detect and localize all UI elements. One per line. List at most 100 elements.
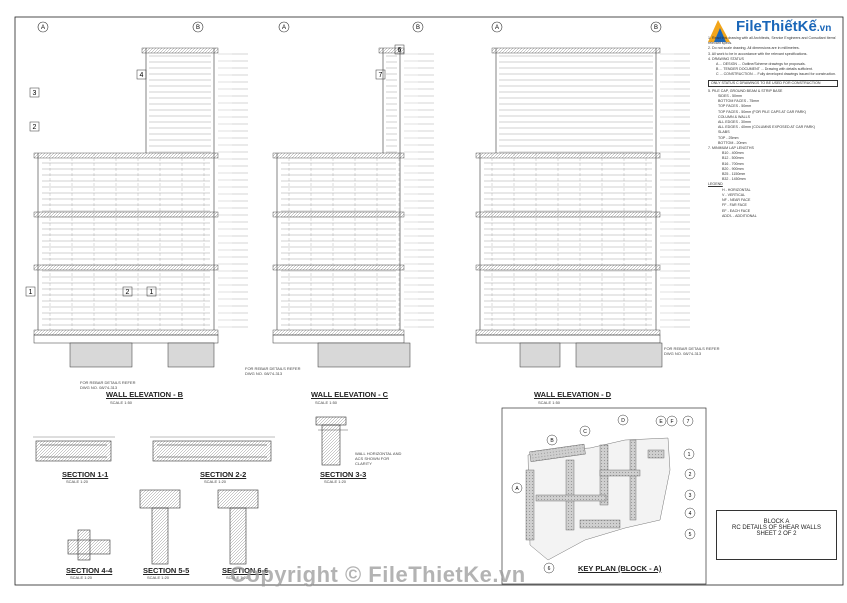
keyplan-bubble-a: A: [511, 482, 523, 494]
status-a: A ... DESIGN ... Outline/Scheme drawings…: [716, 62, 806, 67]
note-1: 1. Read this drawing with all Architects…: [708, 36, 837, 46]
section-2-2-drawing: [150, 436, 275, 462]
elevation-d-title: WALL ELEVATION - D: [534, 390, 612, 399]
section-4-4-scale: SCALE 1:20: [70, 575, 93, 580]
key-plan-title: KEY PLAN (BLOCK - A): [578, 564, 662, 573]
legend-item-5: EF - EACH FACE: [722, 208, 751, 213]
section-3-3-drawing: [315, 416, 348, 466]
wall-horizontal-note: WALL HORIZONTAL AND ACS SHOWN FOR CLARIT…: [355, 451, 402, 466]
lap-item-3: B16 - 700mm: [722, 161, 744, 166]
svg-text:A: A: [515, 486, 519, 492]
svg-text:A: A: [495, 25, 499, 31]
section-flag-1b: 1: [146, 286, 157, 297]
elevation-c-scale: SCALE 1:50: [315, 400, 338, 405]
lap-item-4: B20 - 900mm: [722, 166, 744, 171]
keyplan-bubble-e: E: [655, 415, 667, 427]
copyright-watermark: Copyright © FileThietKe.vn: [230, 562, 526, 587]
lap-item-6: B32 - 1450mm: [722, 177, 746, 182]
keyplan-bubble-7: 7: [682, 415, 694, 427]
elevation-c-title: WALL ELEVATION - C: [311, 390, 389, 399]
wall-elevation-d-drawing: [475, 47, 690, 368]
svg-text:1: 1: [29, 289, 33, 296]
keyplan-bubble-3: 3: [684, 489, 696, 501]
section-flag-4: 4: [136, 69, 147, 80]
lap-item-2: B12 - 500mm: [722, 156, 744, 161]
lap-item-5: B25 - 1150mm: [722, 172, 746, 177]
section-flag-2b: 2: [29, 121, 40, 132]
section-6-6-drawing: [217, 489, 259, 565]
cover-heading: 5. PILE CAP, GROUND BEAM & STRIP BASE: [708, 88, 783, 93]
svg-text:D: D: [621, 418, 625, 424]
grid-bubble-b-1: B: [192, 21, 204, 33]
section-flag-2: 2: [122, 286, 133, 297]
sheet-border: [14, 16, 844, 586]
keyplan-bubble-6: 6: [543, 562, 555, 574]
section-1-1-scale: SCALE 1:20: [66, 479, 89, 484]
grid-bubble-a-1: A: [37, 21, 49, 33]
svg-text:B: B: [550, 438, 554, 444]
svg-text:2: 2: [33, 124, 37, 131]
section-5-5-title: SECTION 5-5: [143, 566, 190, 575]
logo-icon: [708, 20, 730, 42]
section-flags: 1 2 4 3 7 1 2 6: [25, 44, 405, 297]
svg-text:2: 2: [689, 472, 692, 478]
section-1-1-title: SECTION 1-1: [62, 470, 109, 479]
svg-text:B: B: [196, 25, 200, 31]
svg-text:5: 5: [689, 532, 692, 538]
section-flag-7: 7: [375, 69, 386, 80]
cover-item-6: ALL EDGES - 30mm: [718, 120, 752, 125]
legend-item-3: NF - NEAR FACE: [722, 198, 751, 203]
section-2-2-scale: SCALE 1:20: [204, 479, 227, 484]
keyplan-bubble-b: B: [546, 434, 558, 446]
section-2-2-title: SECTION 2-2: [200, 470, 247, 479]
keyplan-bubble-f: F: [666, 415, 678, 427]
grid-bubble-b-2: B: [412, 21, 424, 33]
title-block: BLOCK A RC DETAILS OF SHEAR WALLS SHEET …: [716, 510, 837, 560]
elevation-b-title: WALL ELEVATION - B: [106, 390, 184, 399]
cover-item-9: TOP - 25mm: [718, 135, 739, 140]
logo-suffix: .vn: [816, 23, 832, 34]
cover-item-8: SLABS: [718, 130, 730, 135]
grid-bubble-b-3: B: [650, 21, 662, 33]
cover-item-10: BOTTOM - 20mm: [718, 140, 747, 145]
cover-item-2: BOTTOM FACES - 75mm: [718, 99, 760, 104]
note-4: 4. DRAWING STATUS: [708, 56, 744, 61]
cover-item-4: TOP FACES - 50mm (FOR PILE CAPS AT CAR P…: [718, 109, 806, 114]
legend-heading: LEGEND: [708, 182, 723, 187]
svg-text:7: 7: [687, 419, 690, 425]
section-4-4-title: SECTION 4-4: [66, 566, 113, 575]
title-block-line-1: BLOCK A: [763, 519, 790, 525]
keyplan-bubble-1: 1: [683, 448, 695, 460]
legend-item-1: H - HORIZONTAL: [722, 187, 751, 192]
note-2: 2. Do not scale drawing. All dimensions …: [708, 46, 800, 51]
svg-text:A: A: [282, 25, 286, 31]
cover-item-3: TOP FACES - 50mm: [718, 104, 752, 109]
svg-text:4: 4: [689, 511, 692, 517]
svg-text:3: 3: [33, 90, 37, 97]
grid-bubbles: A B A B A B: [37, 21, 662, 33]
note-3: 3. All work to be in accordance with the…: [708, 51, 808, 56]
section-1-1-drawing: [33, 436, 115, 462]
wall-elevation-b-drawing: [33, 47, 248, 368]
section-6-6-scale: SCALE 1:20: [226, 575, 249, 580]
svg-text:A: A: [41, 25, 45, 31]
section-flag-3: 3: [29, 87, 40, 98]
rebar-note-d: FOR REBAR DETAILS REFER DWG NO. 08/74-31…: [664, 346, 720, 356]
section-5-5-drawing: [139, 489, 181, 565]
section-3-3-title: SECTION 3-3: [320, 470, 367, 479]
wall-elevation-c-drawing: [272, 47, 434, 368]
svg-text:6: 6: [548, 566, 551, 572]
cover-item-1: SIDES - 50mm: [718, 94, 742, 99]
section-6-6-title: SECTION 6-6: [222, 566, 269, 575]
section-4-4-drawing: [67, 529, 111, 561]
lap-heading: 7. MINIMUM LAP LENGTHS: [708, 146, 754, 151]
svg-text:F: F: [670, 419, 673, 425]
svg-text:E: E: [659, 419, 663, 425]
legend-item-2: V - VERTICAL: [722, 192, 746, 197]
svg-text:7: 7: [379, 72, 383, 79]
cover-item-5: COLUMN & WALLS: [718, 114, 751, 119]
svg-text:6: 6: [398, 47, 402, 54]
cover-item-7: ALL EDGES - 40mm (COLUMNS EXPOSED AT CAR…: [718, 125, 815, 130]
